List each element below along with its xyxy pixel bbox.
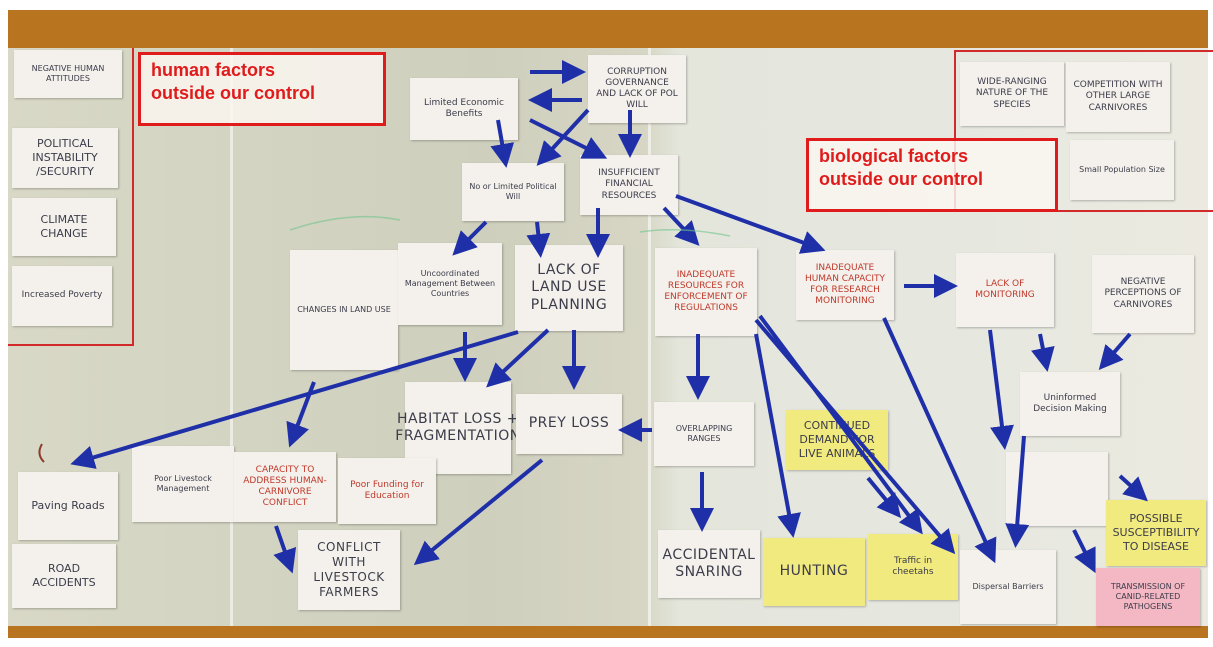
card-capacity: CAPACITY TO ADDRESS HUMAN-CARNIVORE CONF…	[234, 452, 336, 522]
card-hunting: HUNTING	[763, 538, 865, 606]
card-traffic: Traffic in cheetahs	[868, 534, 958, 600]
card-transmission: TRANSMISSION OF CANID-RELATED PATHOGENS	[1096, 568, 1200, 626]
card-competition: COMPETITION WITH OTHER LARGE CARNIVORES	[1066, 62, 1170, 132]
card-changes-land: CHANGES IN LAND USE	[290, 250, 398, 370]
card-corruption: CORRUPTION GOVERNANCE AND LACK OF POL WI…	[588, 55, 686, 123]
human-factors-label: human factors outside our control	[138, 52, 386, 126]
card-poor-livestock: Poor Livestock Management	[132, 446, 234, 522]
card-poverty: Increased Poverty	[12, 266, 112, 326]
card-wide-ranging: WIDE-RANGING NATURE OF THE SPECIES	[960, 62, 1064, 126]
biological-factors-label: biological factors outside our control	[806, 138, 1058, 212]
card-dispersal: Dispersal Barriers	[960, 550, 1056, 624]
card-limited-political: No or Limited Political Will	[462, 163, 564, 221]
card-climate: CLIMATE CHANGE	[12, 198, 116, 256]
card-limited-benefits: Limited Economic Benefits	[410, 78, 518, 140]
card-overlapping: OVERLAPPING RANGES	[654, 402, 754, 466]
card-negative-attitudes: NEGATIVE HUMAN ATTITUDES	[14, 50, 122, 98]
board-seam	[230, 48, 233, 626]
card-insufficient: INSUFFICIENT FINANCIAL RESOURCES	[580, 155, 678, 215]
card-political: POLITICAL INSTABILITY /SECURITY	[12, 128, 118, 188]
biological-factors-region	[954, 50, 1213, 212]
card-small-pop: Small Population Size	[1070, 140, 1174, 200]
card-competition-disease	[1006, 452, 1108, 526]
card-inadequate-resources: INADEQUATE RESOURCES FOR ENFORCEMENT OF …	[655, 248, 757, 336]
card-lack-monitoring: LACK OF MONITORING	[956, 253, 1054, 327]
board-seam	[648, 48, 651, 626]
card-negative-perceptions: NEGATIVE PERCEPTIONS OF CARNIVORES	[1092, 255, 1194, 333]
card-continued-demand: CONTINUED DEMAND FOR LIVE ANIMALS	[786, 410, 888, 470]
human-factors-region	[8, 48, 134, 346]
card-limited-edu: Poor Funding for Education	[338, 458, 436, 524]
card-uninformed: Uninformed Decision Making	[1020, 372, 1120, 436]
card-prey: PREY LOSS	[516, 394, 622, 454]
card-uncoordinated: Uncoordinated Management Between Countri…	[398, 243, 502, 325]
card-roads: Paving Roads	[18, 472, 118, 540]
card-disease: POSSIBLE SUSCEPTIBILITY TO DISEASE	[1106, 500, 1206, 566]
card-accidental: ACCIDENTAL SNARING	[658, 530, 760, 598]
card-inadequate-human: INADEQUATE HUMAN CAPACITY FOR RESEARCH M…	[796, 250, 894, 320]
card-lack-land: LACK OF LAND USE PLANNING	[515, 245, 623, 331]
card-road-accidents: ROAD ACCIDENTS	[12, 544, 116, 608]
card-conflict: CONFLICT WITH LIVESTOCK FARMERS	[298, 530, 400, 610]
